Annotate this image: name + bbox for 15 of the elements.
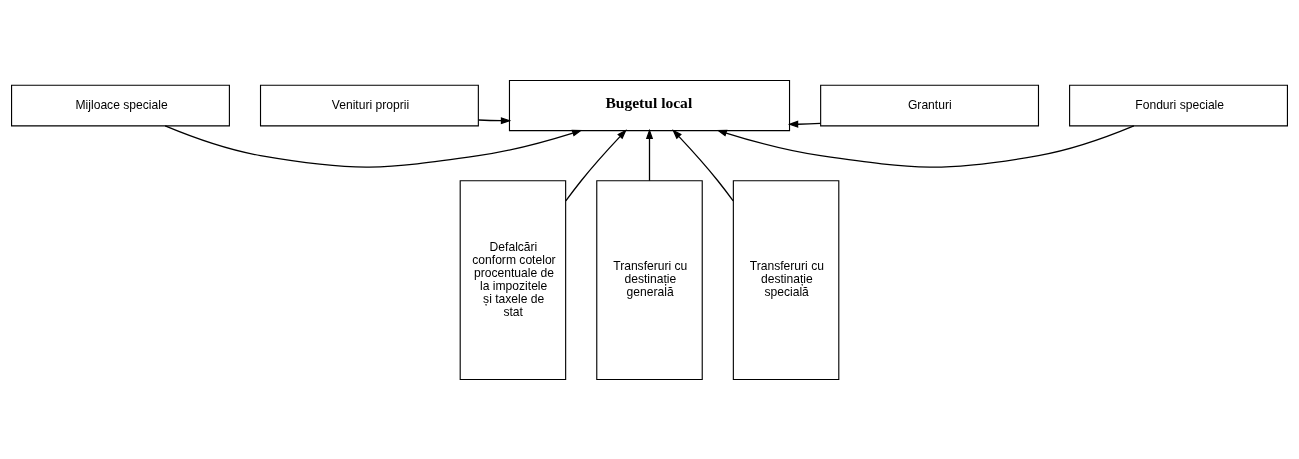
node-box: Fonduri speciale: [1069, 84, 1288, 126]
node-box: Granturi: [820, 84, 1040, 126]
arrow: [164, 124, 583, 168]
node-box: Venituri proprii: [259, 84, 479, 126]
arrow: [672, 128, 734, 201]
arrow: [716, 124, 1135, 168]
arrow: [787, 120, 822, 128]
arrow: [565, 128, 627, 201]
node-box: Bugetul local: [508, 79, 791, 131]
node-box: Transferuri cu destinație generală: [596, 179, 703, 380]
arrow: [477, 116, 512, 124]
node-box: Transferuri cu destinație specială: [732, 179, 840, 380]
arrow: [645, 128, 654, 181]
node-box: Mijloace speciale: [11, 84, 230, 126]
node-box: Defalcări conform cotelor procentuale de la impozitele și taxele de stat: [459, 179, 567, 380]
